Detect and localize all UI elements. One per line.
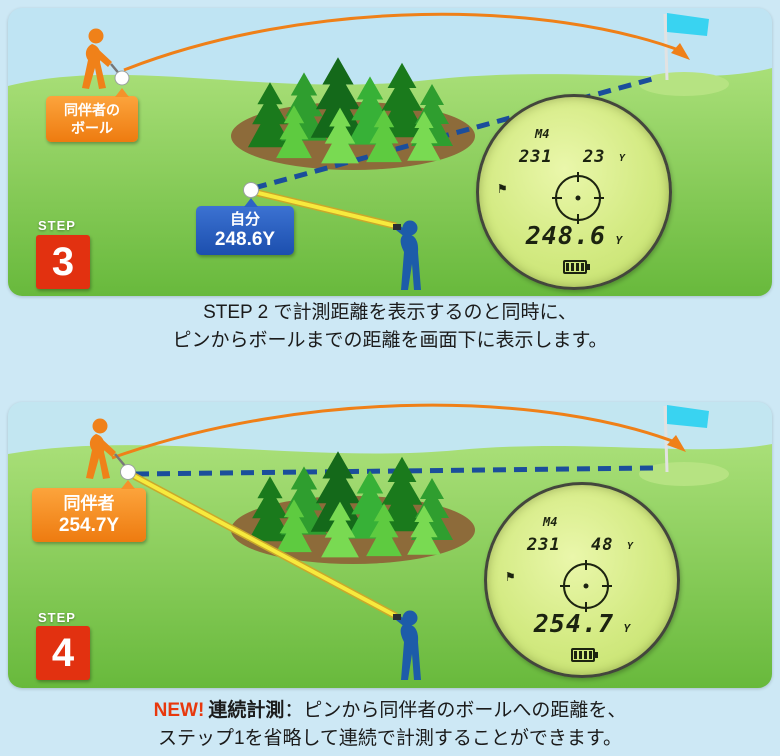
pin-flag-icon	[667, 405, 709, 428]
flag-icon: ⚑	[506, 569, 515, 585]
distance-readout: 248.6 Y	[479, 221, 669, 250]
player-ball	[243, 182, 259, 198]
self-label-line2: 248.6Y	[214, 229, 276, 250]
step-number: 3	[36, 235, 90, 289]
new-badge: NEW!	[153, 700, 205, 721]
caption-line-1: NEW!連続計測：ピンから同伴者のボールへの距離を、	[0, 697, 780, 725]
shot-arc	[111, 403, 681, 460]
companion-ball	[114, 70, 130, 86]
crosshair-icon	[552, 172, 604, 224]
putting-green	[639, 72, 729, 96]
step-word: STEP	[38, 610, 76, 625]
flag-icon: ⚑	[498, 181, 507, 197]
battery-icon	[563, 260, 590, 274]
caption-line-2: ピンからボールまでの距離を画面下に表示します。	[172, 330, 608, 351]
unit-label: Y	[619, 153, 626, 164]
observer-icon	[393, 220, 421, 290]
putting-green	[639, 462, 729, 486]
display-mode: M4	[543, 515, 558, 529]
distance-readout: 254.7 Y	[487, 609, 677, 638]
step-word: STEP	[38, 218, 76, 233]
companion-label-line2: 254.7Y	[58, 515, 120, 536]
label-pointer	[244, 198, 258, 207]
sub-distance-value: 48	[591, 535, 614, 555]
golfer-icon	[82, 28, 122, 89]
shot-arc-arrow	[671, 43, 690, 60]
companion-ball-label: 同伴者の ボール	[46, 88, 138, 142]
label-pointer	[121, 480, 135, 489]
crosshair-icon	[560, 560, 612, 612]
measure-beam	[253, 190, 397, 228]
companion-ball-label-line1: 同伴者の	[64, 102, 120, 118]
caption-line-2: ステップ1を省略して連続で計測することができます。	[157, 728, 623, 749]
companion-distance-label: 同伴者 254.7Y	[32, 480, 146, 542]
companion-ball-label-line2: ボール	[71, 120, 113, 136]
companion-label-line1: 同伴者	[63, 494, 115, 513]
step3-panel: 同伴者の ボール 自分 248.6Y STEP 3 M4 231 23 Y ⚑ …	[8, 8, 772, 296]
self-distance-label: 自分 248.6Y	[196, 198, 294, 255]
battery-icon	[571, 648, 598, 662]
step4-panel: 同伴者 254.7Y STEP 4 M4 231 48 Y ⚑ 254.7 Y	[8, 402, 772, 688]
unit-label: Y	[627, 541, 634, 552]
measure-beam	[133, 474, 397, 618]
distance-value: 254.7	[533, 609, 614, 638]
label-pointer	[115, 88, 129, 97]
shot-arc	[123, 12, 685, 72]
golfer-icon	[86, 418, 126, 479]
distance-unit: Y	[623, 622, 631, 635]
display-mode: M4	[535, 127, 550, 141]
rangefinder-display: M4 231 23 Y ⚑ 248.6 Y	[476, 94, 672, 290]
distance-unit: Y	[615, 234, 623, 247]
step-number: 4	[36, 626, 90, 680]
companion-ball	[120, 464, 136, 480]
caption-rest: ：ピンから同伴者のボールへの距離を、	[284, 700, 627, 721]
rangefinder-display: M4 231 48 Y ⚑ 254.7 Y	[484, 482, 680, 678]
sub-distance-value: 23	[583, 147, 606, 167]
observer-icon	[393, 610, 421, 680]
self-label-line1: 自分	[229, 211, 260, 228]
pin-distance-value: 231	[527, 535, 561, 555]
pin-distance-value: 231	[519, 147, 553, 167]
pin-flag-icon	[667, 13, 709, 36]
distance-value: 248.6	[525, 221, 606, 250]
step4-caption: NEW!連続計測：ピンから同伴者のボールへの距離を、 ステップ1を省略して連続で…	[0, 697, 780, 753]
step3-caption: STEP 2 で計測距離を表示するのと同時に、 ピンからボールまでの距離を画面下…	[0, 299, 780, 355]
shot-arc-arrow	[667, 435, 686, 452]
feature-label: 連続計測	[208, 700, 285, 721]
caption-line-1: STEP 2 で計測距離を表示するのと同時に、	[203, 302, 577, 323]
